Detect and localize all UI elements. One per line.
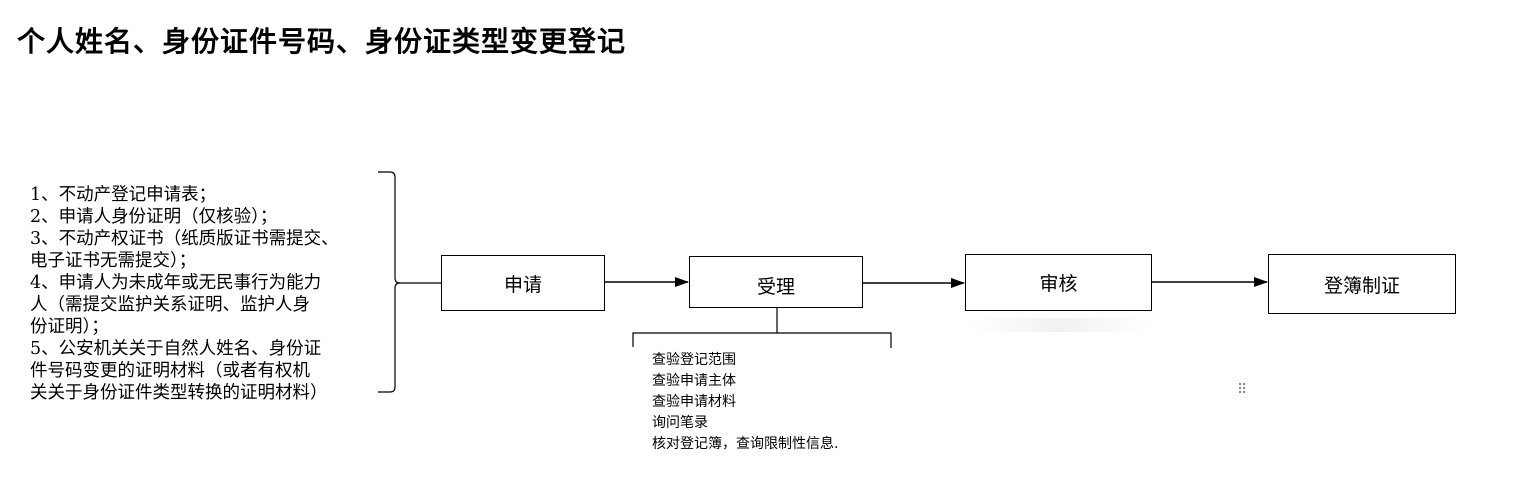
accept-notes: 查验登记范围 查验申请主体 查验申请材料 询问笔录 核对登记簿，查询限制性信息.: [652, 350, 838, 455]
list-item: 查验申请材料: [652, 394, 736, 410]
required-materials-list: 1、不动产登记申请表； 2、申请人身份证明（仅核验）； 3、不动产权证书（纸质版…: [30, 184, 390, 404]
step-apply-box: 申请: [441, 255, 605, 311]
list-item: 查验申请主体: [652, 373, 736, 389]
step-accept-label: 受理: [756, 275, 795, 298]
list-item: 查验登记范围: [652, 352, 736, 368]
list-item: 2、申请人身份证明（仅核验）；: [30, 207, 278, 227]
list-item: 询问笔录: [652, 415, 708, 431]
list-item: 1、不动产登记申请表；: [30, 185, 217, 205]
shadow-artifact: [970, 318, 1150, 332]
materials-bracket: [378, 171, 401, 393]
list-item: 电子证书无需提交）；: [30, 251, 197, 271]
accept-notes-bracket: [632, 332, 892, 348]
list-item: 关关于身份证件类型转换的证明材料）: [30, 383, 328, 403]
drag-handle-icon[interactable]: ⠿: [1237, 382, 1247, 398]
step-register-label: 登簿制证: [1323, 274, 1400, 297]
step-accept-box: 受理: [689, 256, 863, 308]
list-item: 4、申请人为未成年或无民事行为能力: [30, 273, 322, 293]
step-register-box: 登簿制证: [1268, 254, 1456, 314]
step-review-box: 审核: [965, 254, 1152, 311]
list-item: 人（需提交监护关系证明、监护人身: [30, 295, 310, 315]
list-item: 5、公安机关关于自然人姓名、身份证: [30, 339, 322, 359]
step-review-label: 审核: [1039, 273, 1078, 295]
page-title: 个人姓名、身份证件号码、身份证类型变更登记: [17, 25, 627, 58]
list-item: 件号码变更的证明材料（或者有权机: [30, 361, 310, 381]
list-item: 份证明）；: [30, 317, 109, 337]
list-item: 核对登记簿，查询限制性信息.: [652, 436, 839, 452]
list-item: 3、不动产权证书（纸质版证书需提交、: [30, 229, 339, 249]
step-apply-label: 申请: [503, 273, 542, 296]
